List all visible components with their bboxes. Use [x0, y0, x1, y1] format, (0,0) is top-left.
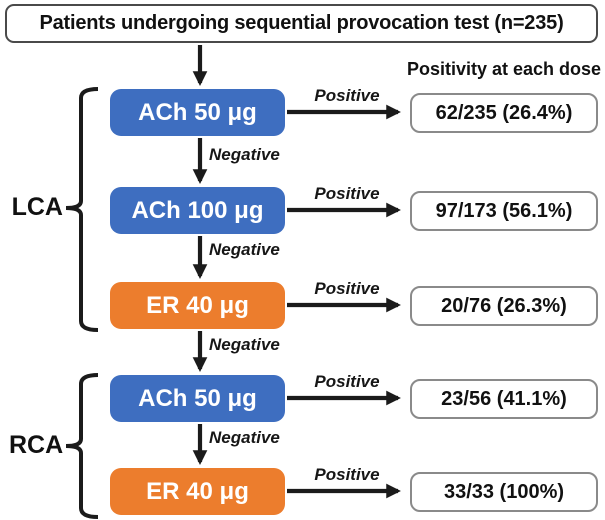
result-box-2: 97/173 (56.1%) [410, 191, 598, 231]
dose-box-lca-er-40: ER 40 μg [110, 282, 285, 329]
positive-label-3: Positive [314, 279, 380, 298]
results-column-header: Positivity at each dose [406, 59, 602, 79]
lca-bracket [65, 87, 99, 332]
result-box-1: 62/235 (26.4%) [410, 93, 598, 133]
dose-box-rca-ach-50: ACh 50 μg [110, 375, 285, 422]
rca-bracket [65, 373, 99, 519]
result-box-4: 23/56 (41.1%) [410, 379, 598, 419]
group-label-lca: LCA [11, 193, 63, 221]
positive-label-5: Positive [314, 465, 380, 484]
positive-label-2: Positive [314, 184, 380, 203]
positive-label-1: Positive [314, 86, 380, 105]
negative-label-2: Negative [209, 240, 280, 259]
dose-box-lca-ach-50: ACh 50 μg [110, 89, 285, 136]
positive-label-4: Positive [314, 372, 380, 391]
dose-box-rca-er-40: ER 40 μg [110, 468, 285, 515]
negative-label-4: Negative [209, 428, 280, 447]
negative-label-1: Negative [209, 145, 280, 164]
dose-box-lca-ach-100: ACh 100 μg [110, 187, 285, 234]
result-box-3: 20/76 (26.3%) [410, 286, 598, 326]
group-label-rca: RCA [9, 431, 64, 459]
negative-label-3: Negative [209, 335, 280, 354]
study-population-box: Patients undergoing sequential provocati… [5, 4, 598, 43]
result-box-5: 33/33 (100%) [410, 472, 598, 512]
